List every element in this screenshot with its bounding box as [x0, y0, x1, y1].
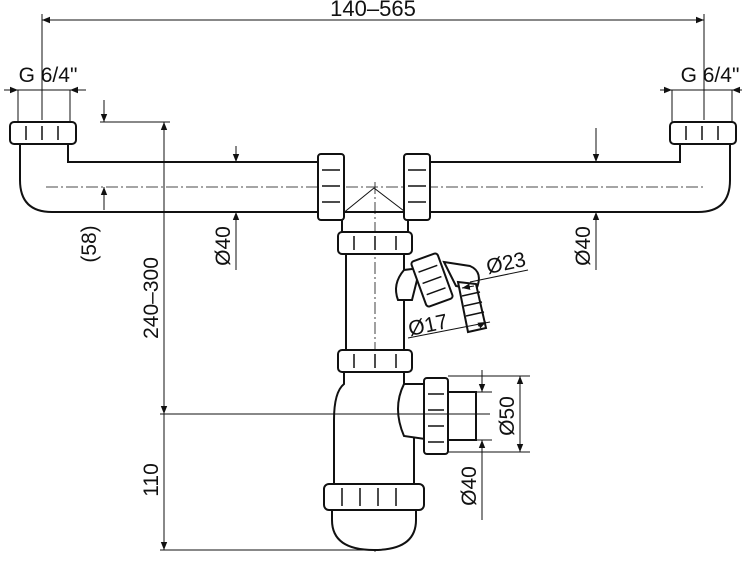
inlet-nut-left: [9, 121, 77, 145]
inlet-nut-right: [669, 121, 737, 145]
pipe-dia-right: Ø40: [572, 128, 600, 270]
drop-58-label: (58): [78, 225, 101, 262]
dia-17-label: Ø17: [406, 310, 450, 341]
vertical-pipe: [337, 182, 413, 552]
central-tee: [317, 153, 431, 237]
height-range-label: 240–300: [140, 257, 163, 339]
hose-barb: [456, 280, 488, 334]
manifold-pipe: [19, 139, 731, 213]
outlet-dimensions: Ø50 Ø40: [448, 370, 530, 520]
width-dimension: 140–565: [41, 0, 705, 120]
dia-40-outlet-label: Ø40: [458, 466, 481, 506]
hose-connector: [395, 252, 488, 334]
pipe-dia-left: Ø40: [212, 146, 240, 270]
drop-dimension: (58): [78, 100, 170, 263]
thread-left-label: G 6/4": [19, 64, 78, 87]
thread-right-label: G 6/4": [681, 64, 740, 87]
bottle-trap: [323, 371, 477, 552]
dia-50-label: Ø50: [496, 396, 519, 436]
height-110-label: 110: [140, 463, 163, 496]
dia-40-right-label: Ø40: [572, 226, 595, 266]
thread-dimension-right: G 6/4": [660, 64, 742, 125]
height-dimension: 240–300 110: [140, 122, 490, 551]
dia-40-left-label: Ø40: [212, 226, 235, 266]
thread-dimension-left: G 6/4": [4, 64, 86, 125]
width-range-label: 140–565: [330, 0, 416, 21]
dia-23-label: Ø23: [484, 248, 528, 279]
